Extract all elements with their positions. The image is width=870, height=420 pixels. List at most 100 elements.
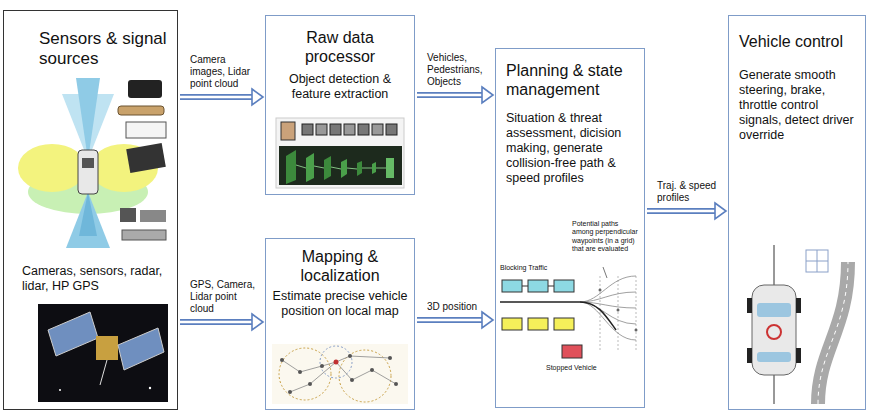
path-planning-figure-part [522,286,528,287]
vehicle-control-figure [747,245,848,404]
sensor-devices-part [120,208,136,222]
localization-map-part [308,382,312,386]
cnn-illustration-part [331,167,341,169]
localization-map-part [272,344,408,404]
path-planning-figure-part [580,302,636,340]
vehicle-control-figure-part [747,348,752,363]
gps-satellite-part [96,336,118,360]
sensor-devices-part [128,80,162,98]
cnn-illustration-part [279,146,402,185]
cnn-illustration-part [281,122,295,140]
cnn-illustration-part [372,162,376,174]
localization-map-part [388,356,392,360]
box-heading: Vehicle control [739,32,863,51]
arrow-shaft [647,208,715,214]
localization-map-part [288,390,292,394]
sensor-devices [118,80,166,240]
box-body: Estimate precise vehicle position on loc… [272,289,408,319]
path-planning-figure-part [617,309,620,312]
path-planning-figure-part [599,289,602,292]
arrow-shaft-inner [417,319,482,322]
sensor-coverage-figure-part [79,192,97,236]
gps-satellite [38,304,168,402]
path-planning-figure [500,267,638,358]
figure-caption: Blocking Traffic [500,264,570,272]
path-planning-figure-part [502,280,522,292]
box-heading: Mapping & localization [274,247,406,285]
cnn-illustration-part [386,124,397,135]
arrow-shaft-inner [180,321,252,324]
cnn-illustration-part [362,168,372,169]
arrow-head [715,203,726,219]
cnn-illustration-part [376,168,386,169]
gps-satellite-part [118,328,164,370]
path-planning-figure-part [580,292,636,302]
cnn-illustration-part [347,168,357,169]
sensor-coverage-figure-part [82,158,94,168]
box-body: Object detection & feature extraction [274,72,406,102]
arrow-head [252,314,263,330]
process-box: Planning & state managementSituation & t… [495,48,645,408]
box-heading: Planning & state management [506,61,642,99]
cnn-illustration-part [341,159,347,178]
localization-map-part [320,346,352,378]
cnn-illustration-part [386,158,394,178]
arrow-shaft [417,92,482,98]
flow-arrow [180,314,263,330]
vehicle-control-figure-part [757,352,791,362]
localization-map-part [320,364,324,368]
vehicle-control-figure-part [796,298,801,313]
path-planning-figure-part [618,276,619,350]
vehicle-control-figure-part [806,250,828,272]
cnn-illustration-part [302,124,313,135]
flow-label: Camera images, Lidar point cloud [190,54,259,90]
localization-map-part [348,354,352,358]
sensor-coverage-figure-part [76,78,100,160]
localization-map [272,344,408,404]
flow-arrow [417,87,493,103]
cnn-illustration-part [372,124,383,135]
vehicle-control-figure-part [818,262,848,404]
figure-caption: Potential paths among perpendicular wayp… [572,220,640,254]
path-planning-figure-part [554,318,574,330]
gps-satellite-part [48,312,98,356]
path-planning-figure-part [580,302,636,324]
vehicle-control-figure-part [818,262,848,404]
flow-arrow [647,203,726,219]
process-box: Mapping & localizationEstimate precise v… [265,238,415,410]
flow-arrow [417,312,493,328]
gps-satellite-part [149,387,151,389]
gps-satellite-part [100,360,107,385]
cnn-illustration-part [316,124,327,135]
sensor-coverage-figure-part [78,150,98,194]
localization-map-part [279,348,331,400]
figure-caption: Stopped Vehicle [546,364,626,372]
flow-label: 3D position [427,301,489,313]
cnn-illustration-part [324,156,331,180]
arrow-shaft [180,319,252,325]
cnn-illustration-part [314,166,324,168]
sensor-devices-part [126,122,166,138]
path-planning-figure-part [554,280,574,292]
flow-label: Vehicles, Pedestrians, Objects [427,52,489,88]
path-planning-figure-part [500,302,616,330]
gps-satellite-part [38,304,168,402]
path-planning-figure-part [528,318,548,330]
path-planning-figure-part [548,286,554,287]
vehicle-control-figure-part [806,261,828,262]
vehicle-control-figure-part [747,298,752,313]
box-body: Situation & threat assessment, dicision … [506,111,640,186]
path-planning-figure-part [600,276,601,350]
flow-label: Traj. & speed profiles [657,180,722,204]
arrow-shaft [180,94,252,100]
process-box: Sensors & signal sourcesCameras, sensors… [3,10,178,410]
cnn-illustration-part [330,124,341,135]
sensor-devices-part [122,230,166,240]
box-heading: Sensors & signal sources [39,29,171,70]
arrow-shaft-inner [180,96,252,99]
path-planning-figure-part [580,276,636,302]
sensor-coverage-figure-part [18,144,86,192]
box-body: Generate smooth steering, brake, throttl… [739,68,861,143]
cnn-illustration [276,118,404,188]
